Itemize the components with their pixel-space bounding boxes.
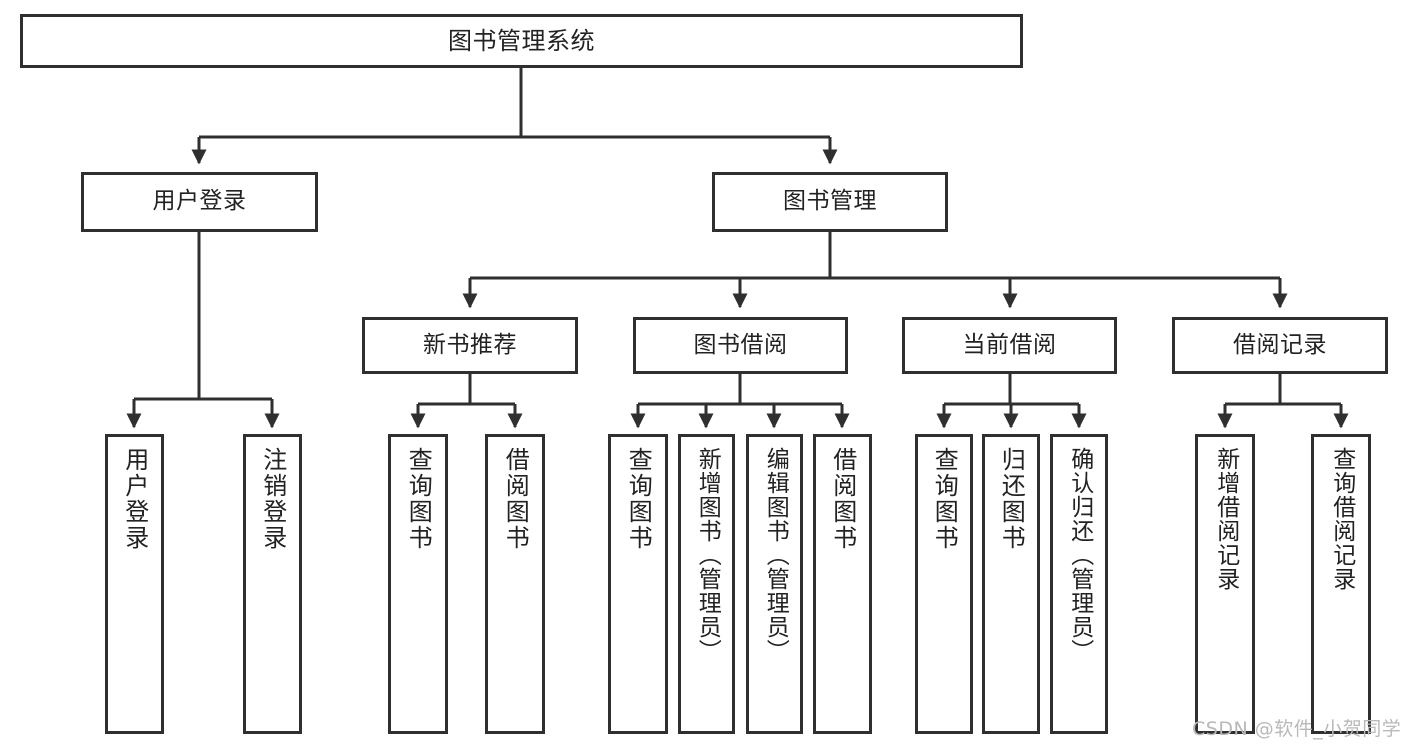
node-label: 图书管理系统 [448,26,595,55]
node-book-management[interactable]: 图书管理 [712,172,948,232]
node-book-borrow[interactable]: 图书借阅 [633,317,848,374]
leaf-user-login[interactable]: 用户登录 [105,434,164,734]
node-label: 用户登录 [152,188,247,215]
node-label: 借阅图书 [501,447,530,551]
csdn-watermark: CSDN @软件_小贺同学 [1192,718,1402,740]
node-new-book-recommendation[interactable]: 新书推荐 [362,317,578,374]
leaf-query-book-borrow[interactable]: 查询图书 [608,434,668,734]
node-label: 借阅记录 [1233,331,1327,358]
node-current-borrow[interactable]: 当前借阅 [902,317,1117,374]
leaf-return-book[interactable]: 归还图书 [982,434,1040,734]
node-label: 图书管理 [783,188,877,215]
node-label: 确认归还（管理员） [1066,447,1093,663]
node-label: 查询借阅记录 [1328,447,1355,591]
node-label: 当前借阅 [962,331,1057,358]
node-user-login[interactable]: 用户登录 [81,172,318,232]
node-label: 新书推荐 [423,331,517,358]
leaf-borrow-book-new[interactable]: 借阅图书 [485,434,545,734]
leaf-confirm-return-admin[interactable]: 确认归还（管理员） [1050,434,1108,734]
leaf-query-book-new[interactable]: 查询图书 [388,434,448,734]
node-label: 编辑图书（管理员） [762,447,789,663]
leaf-query-borrow-record[interactable]: 查询借阅记录 [1311,434,1371,734]
leaf-edit-book-admin[interactable]: 编辑图书（管理员） [746,434,803,734]
node-label: 用户登录 [120,447,149,551]
leaf-borrow-book[interactable]: 借阅图书 [813,434,872,734]
node-label: 注销登录 [258,447,287,551]
node-label: 归还图书 [997,447,1026,551]
leaf-add-borrow-record[interactable]: 新增借阅记录 [1195,434,1255,734]
node-label: 图书借阅 [693,331,788,358]
leaf-query-book-current[interactable]: 查询图书 [915,434,973,734]
node-root-book-management-system[interactable]: 图书管理系统 [20,14,1023,68]
node-label: 新增借阅记录 [1212,447,1239,591]
leaf-logout[interactable]: 注销登录 [243,434,302,734]
node-label: 查询图书 [930,447,959,551]
node-label: 查询图书 [404,447,433,551]
node-label: 新增图书（管理员） [694,447,721,663]
node-label: 查询图书 [624,447,653,551]
node-label: 借阅图书 [828,447,857,551]
node-borrow-record[interactable]: 借阅记录 [1172,317,1388,374]
leaf-add-book-admin[interactable]: 新增图书（管理员） [678,434,735,734]
